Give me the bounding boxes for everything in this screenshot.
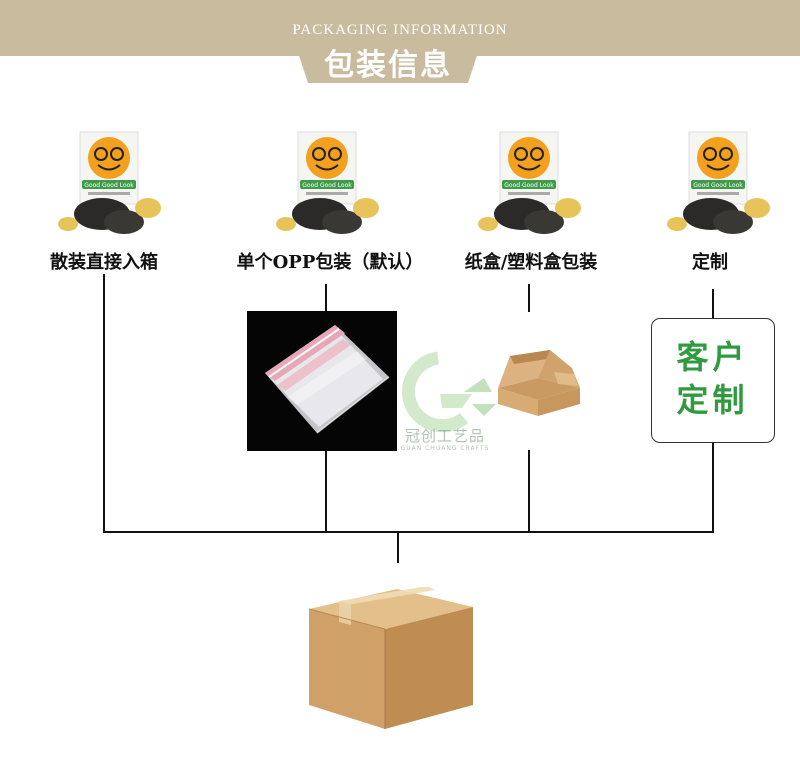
connector-opp-top <box>325 284 327 311</box>
connector-custom-top <box>712 289 714 318</box>
connector-box-top <box>528 284 530 312</box>
product-image-box: Good Good Look <box>478 131 581 234</box>
opp-bag-photo <box>247 311 397 451</box>
custom-box-line1: 客户 <box>676 338 749 376</box>
header-tab-shape <box>293 37 483 83</box>
kraft-mailer-box-icon <box>498 350 580 416</box>
option-label-custom: 定制 <box>692 252 728 273</box>
connector-custom-bottom <box>712 443 714 531</box>
product-brand-text: Good Good Look <box>693 182 743 189</box>
product-image-custom: Good Good Look <box>667 131 770 234</box>
opp-bag-icon <box>265 325 390 434</box>
shipping-carton-icon <box>308 587 473 729</box>
watermark-logo-icon <box>401 351 496 433</box>
header-subtitle: PACKAGING INFORMATION <box>292 22 508 38</box>
connector-box-bottom <box>528 450 530 531</box>
option-label-box: 纸盒/塑料盒包装 <box>464 252 598 273</box>
connector-horizontal <box>103 531 714 533</box>
product-image-bulk: Good Good Look <box>58 131 161 234</box>
connector-to-carton <box>397 533 399 563</box>
option-label-bulk: 散装直接入箱 <box>50 252 158 273</box>
option-label-opp: 单个OPP包装（默认） <box>236 252 424 273</box>
custom-box: 客户 定制 <box>651 318 775 443</box>
product-brand-text: Good Good Look <box>302 182 352 189</box>
product-image-opp: Good Good Look <box>276 131 379 234</box>
watermark-name: 冠创工艺品 <box>404 427 485 445</box>
product-brand-text: Good Good Look <box>84 182 134 189</box>
watermark-latin: GUAN CHUANG CRAFTS <box>400 445 490 452</box>
connector-opp-bottom <box>325 451 327 531</box>
connector-bulk <box>103 274 105 531</box>
custom-box-line2: 定制 <box>676 381 749 419</box>
header-title: 包装信息 <box>324 48 452 83</box>
product-brand-text: Good Good Look <box>504 182 554 189</box>
